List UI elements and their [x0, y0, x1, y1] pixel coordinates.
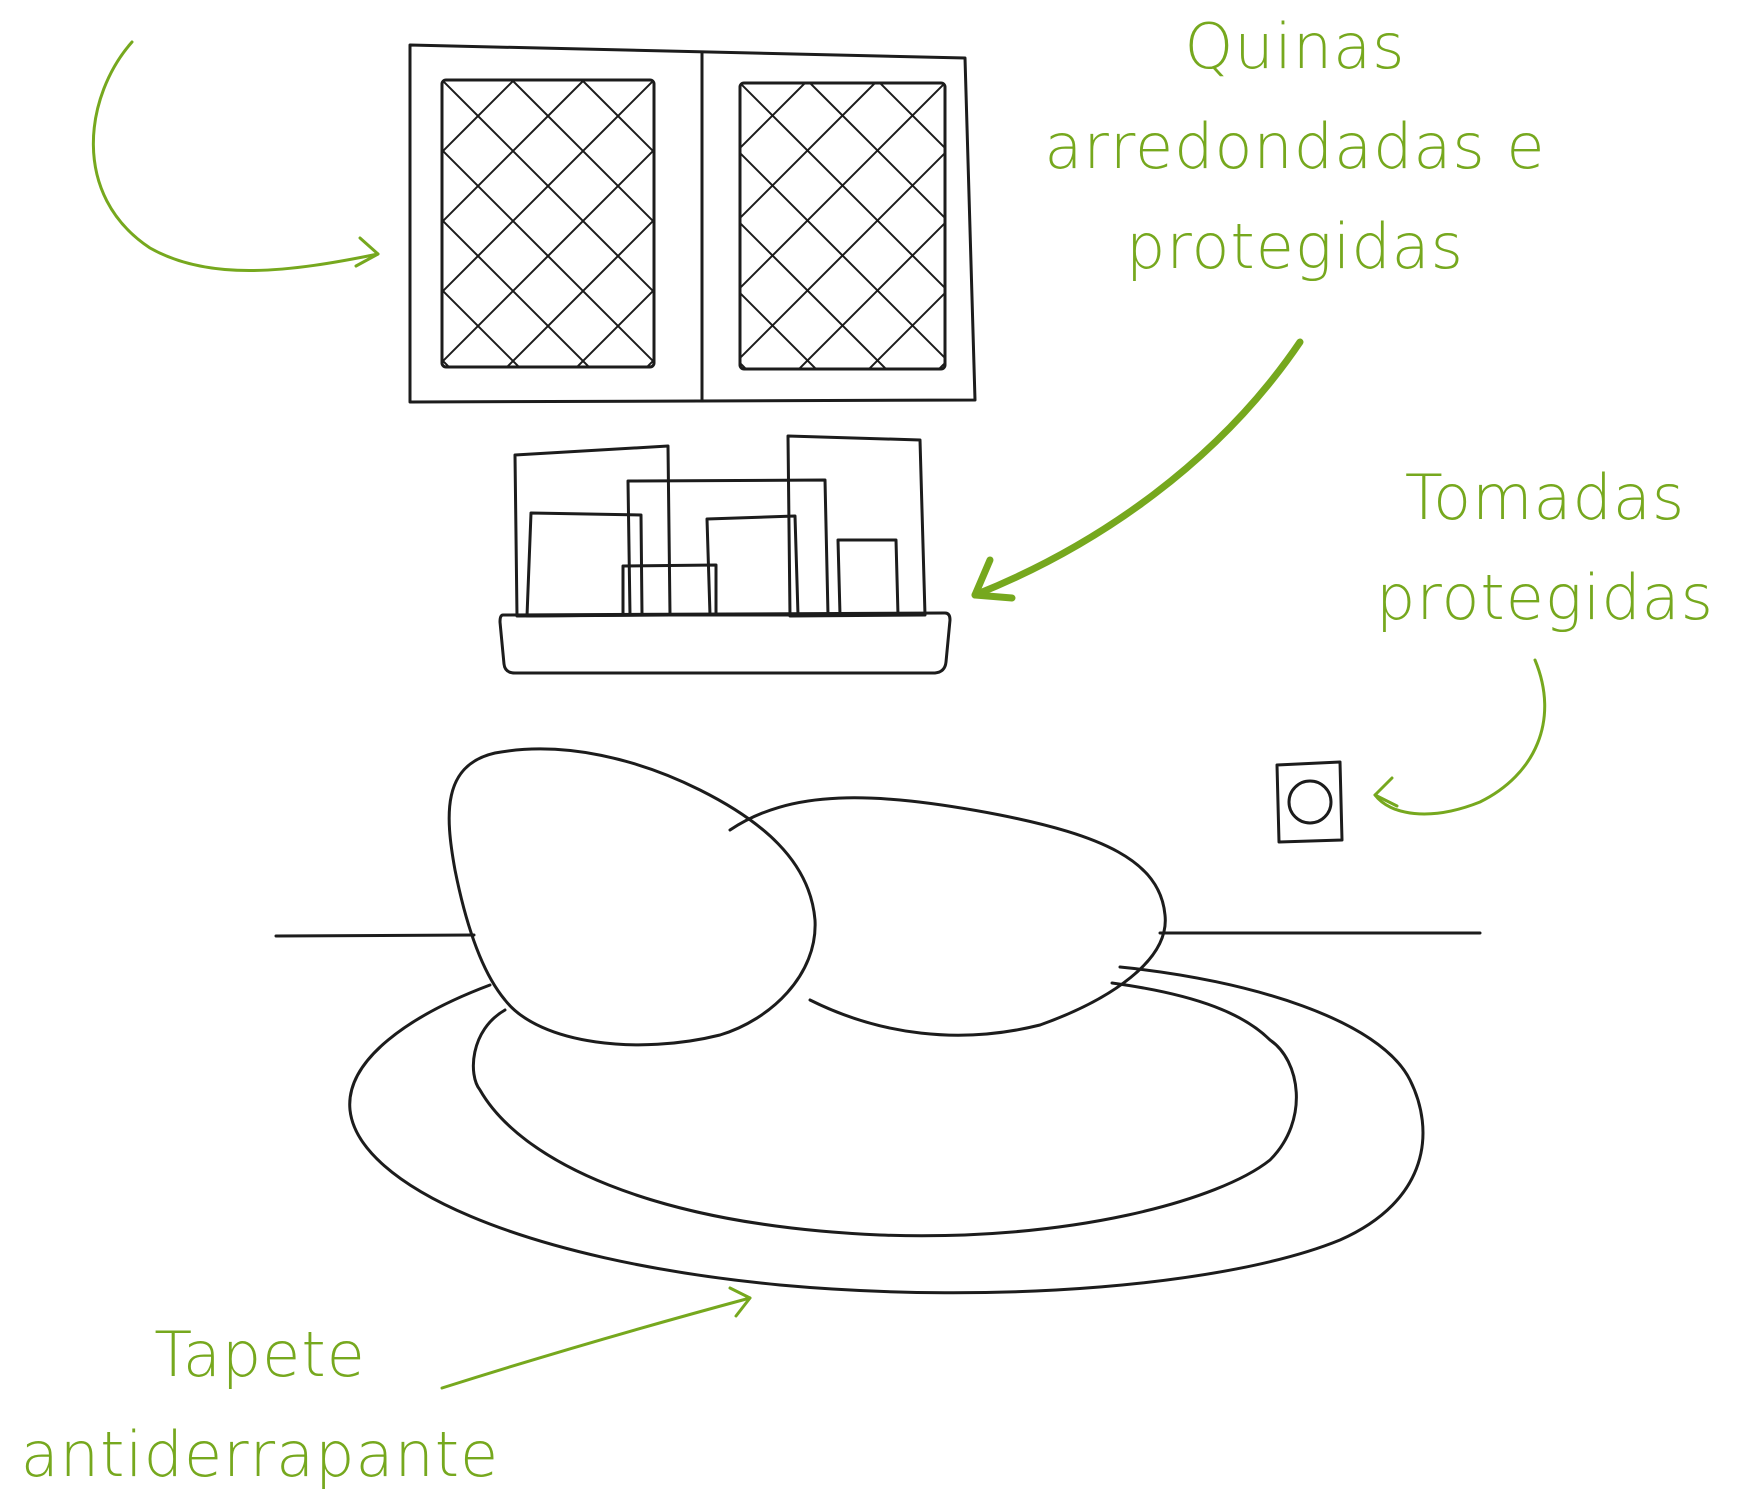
floor-cushions: [447, 747, 1167, 1047]
outlet-arrowhead: [1373, 776, 1399, 808]
rug-arrow: [440, 1296, 752, 1390]
corners-label-line-3: protegidas: [1126, 210, 1464, 283]
corners-label-line-2: arredondadas e: [1044, 110, 1546, 183]
window-right-lattice: [740, 83, 945, 369]
outlets-label: Tomadas protegidas: [1360, 448, 1730, 648]
rug-label-line-1: Tapete: [154, 1318, 366, 1391]
corners-label-line-1: Quinas: [1184, 10, 1406, 83]
outlets-label-line-1: Tomadas: [1404, 461, 1686, 534]
rug-label: Tapete antiderrapante: [0, 1305, 520, 1505]
bookshelf: [498, 434, 952, 675]
window-arrowhead: [354, 236, 380, 268]
window-arrow: [91, 40, 380, 272]
outlets-label-line-2: protegidas: [1376, 561, 1714, 634]
outlet-arrow: [1373, 658, 1547, 816]
window-left-lattice: [442, 80, 654, 367]
rug-arrowhead: [728, 1286, 752, 1318]
corners-arrow: [971, 338, 1304, 599]
rug: [348, 965, 1425, 1295]
floor-line: [274, 931, 1482, 938]
corners-arrowhead: [971, 556, 1016, 602]
window: [408, 43, 977, 404]
wall-outlet: [1275, 760, 1344, 844]
corners-label: Quinas arredondadas e protegidas: [1010, 0, 1580, 297]
rug-label-line-2: antiderrapante: [20, 1418, 500, 1491]
annotation-arrows: [91, 40, 1547, 1390]
